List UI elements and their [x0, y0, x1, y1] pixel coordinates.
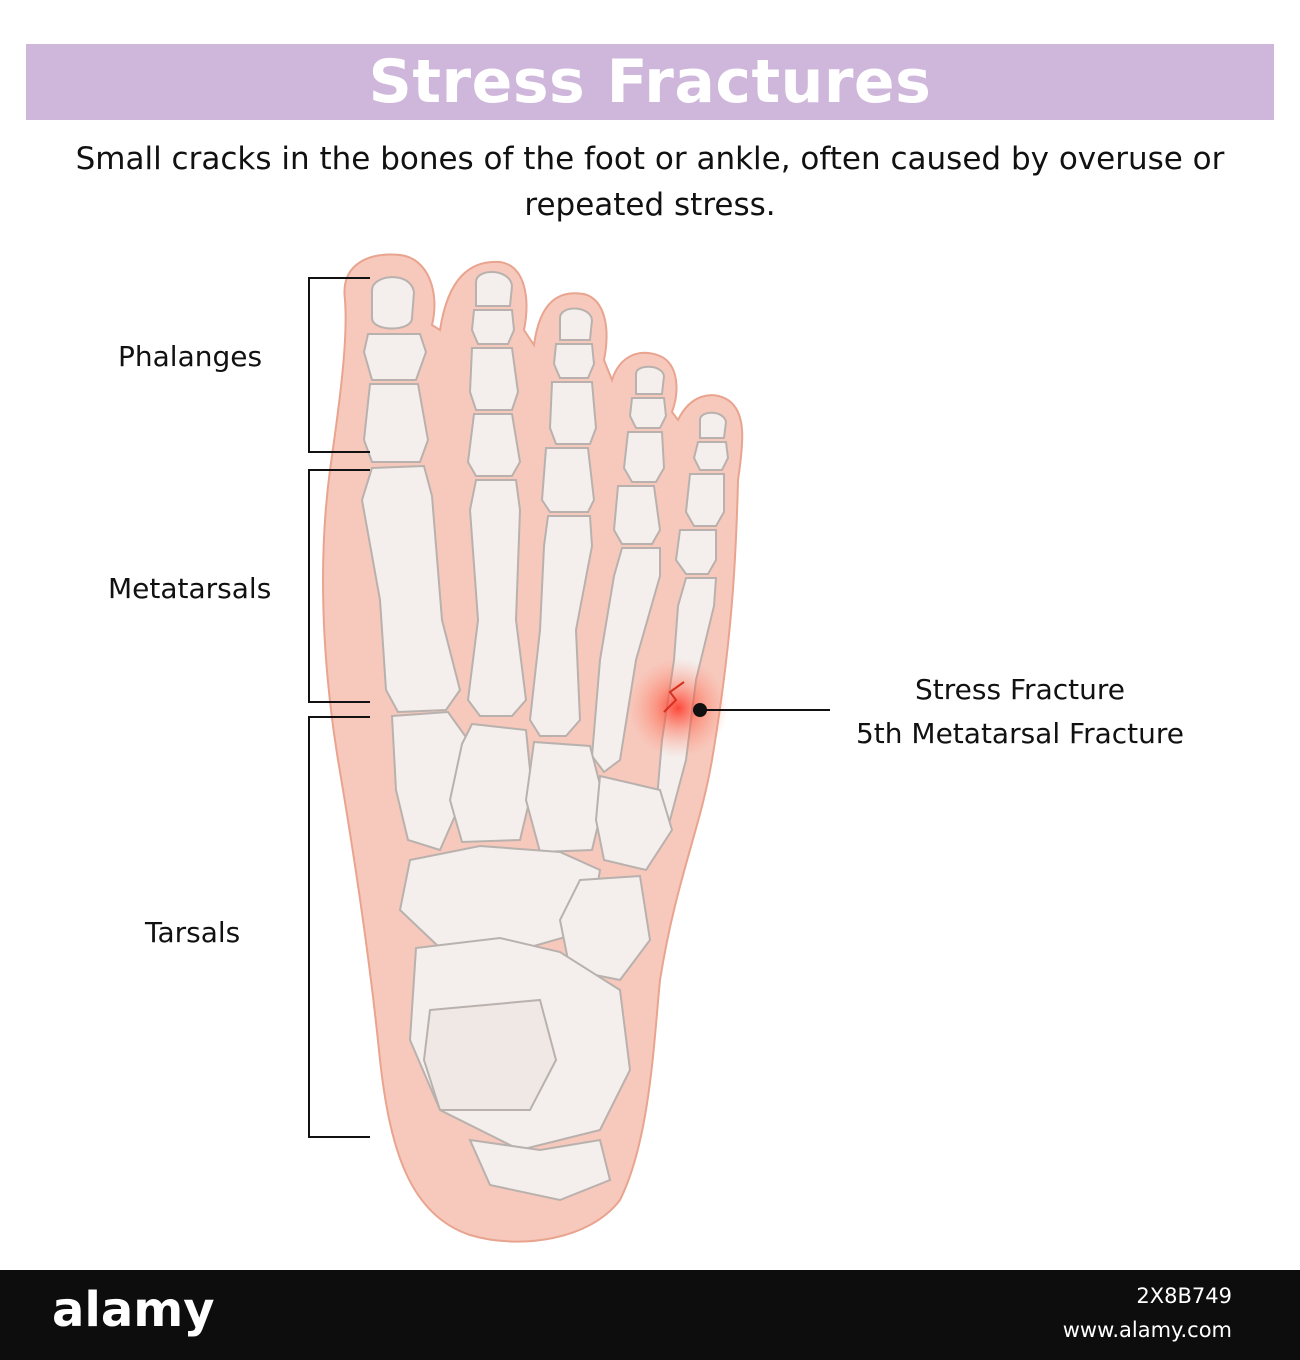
phalanges-label: Phalanges [118, 340, 263, 373]
fracture-crack [663, 681, 685, 713]
title-banner: Stress Fractures [26, 44, 1274, 120]
callout-line-1: Stress Fracture [915, 673, 1125, 706]
callout-dot [693, 703, 707, 717]
alamy-logo: alamy [52, 1282, 215, 1338]
footer-bar: alamy 2X8B749 www.alamy.com [0, 1270, 1300, 1360]
callout-line-2: 5th Metatarsal Fracture [855, 717, 1184, 750]
metatarsals-bones [360, 464, 718, 822]
foot-skeleton-diagram [308, 253, 830, 1243]
tarsals-label: Tarsals [145, 916, 241, 949]
metatarsals-bracket [308, 469, 370, 703]
page-title: Stress Fractures [368, 47, 932, 117]
tarsals-bones [390, 710, 674, 1202]
image-id: 2X8B749 [1136, 1284, 1232, 1308]
metatarsals-label: Metatarsals [108, 572, 272, 605]
subtitle: Small cracks in the bones of the foot or… [75, 141, 1225, 223]
region-brackets [308, 277, 370, 1138]
footer-url: www.alamy.com [1062, 1318, 1232, 1342]
phalanges-bones [362, 270, 730, 575]
phalanges-bracket [308, 277, 370, 453]
tarsals-bracket [308, 716, 370, 1138]
fracture-highlight [628, 658, 728, 758]
